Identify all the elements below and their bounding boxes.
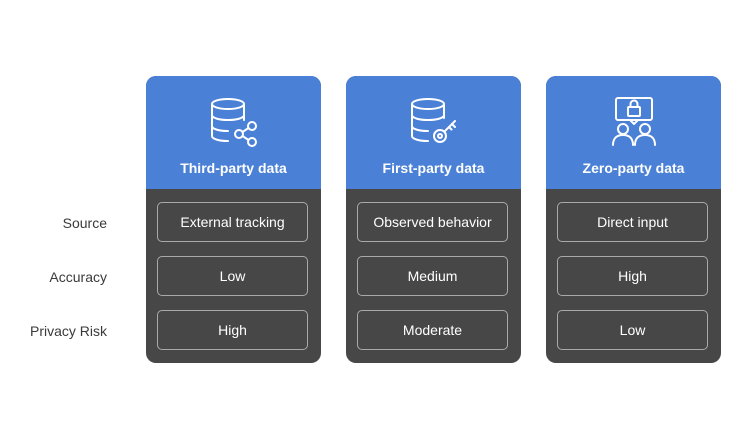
card-first-party: First-party data Observed behavior Mediu… [346,76,521,363]
cell-accuracy: Low [157,256,308,296]
users-lock-icon [608,96,660,148]
card-header: Zero-party data [546,76,721,189]
database-share-icon [208,96,260,148]
database-key-icon [408,96,460,148]
card-title: First-party data [382,160,485,176]
card-title: Third-party data [180,160,287,176]
cell-source: External tracking [157,202,308,242]
card-header: First-party data [346,76,521,189]
cell-source: Direct input [557,202,708,242]
card-title: Zero-party data [582,160,685,176]
cell-privacy-risk: Moderate [357,310,508,350]
cell-privacy-risk: High [157,310,308,350]
card-header: Third-party data [146,76,321,189]
card-zero-party: Zero-party data Direct input High Low [546,76,721,363]
cell-accuracy: Medium [357,256,508,296]
cell-accuracy: High [557,256,708,296]
row-label-privacy-risk: Privacy Risk [29,323,107,339]
row-label-accuracy: Accuracy [49,269,107,285]
cell-source: Observed behavior [357,202,508,242]
card-third-party: Third-party data External tracking Low H… [146,76,321,363]
row-label-source: Source [62,215,107,231]
cell-privacy-risk: Low [557,310,708,350]
